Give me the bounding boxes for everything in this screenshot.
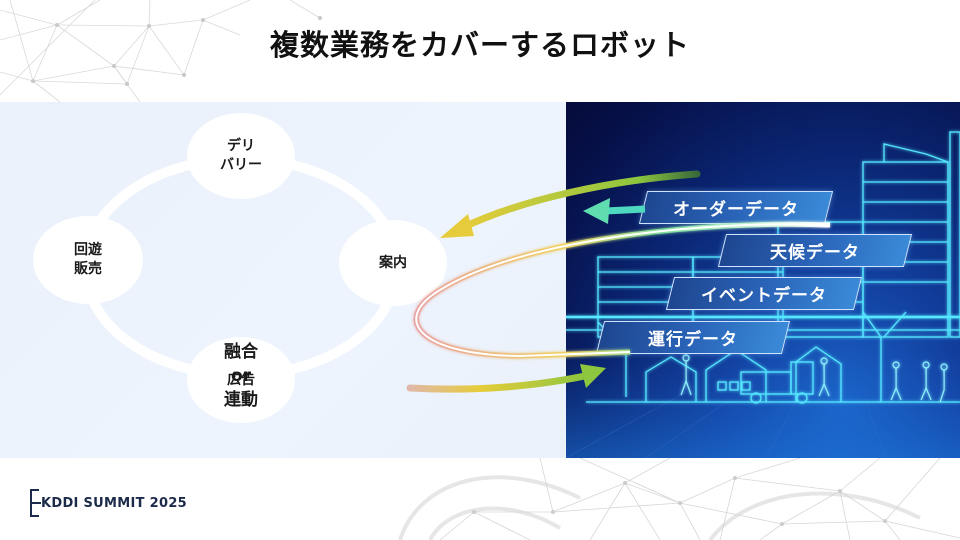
data-tag-order: オーダーデータ <box>638 191 834 224</box>
data-tag-operation-label: 運行データ <box>648 330 738 350</box>
node-delivery-line1: デリ <box>227 138 255 154</box>
logo-bracket-icon <box>30 489 41 517</box>
node-guidance-label: 案内 <box>379 254 407 271</box>
data-tag-event-label: イベントデータ <box>701 286 827 306</box>
node-roaming-sales-line2: 販売 <box>74 261 102 277</box>
data-tag-order-label: オーダーデータ <box>673 200 799 220</box>
node-delivery-line2: バリー <box>220 157 262 173</box>
data-tag-operation: 運行データ <box>595 321 791 354</box>
logo-text: KDDI SUMMIT 2025 <box>41 495 188 511</box>
cycle-diagram-panel: デリ バリー 案内 広告 回遊 販売 融合 or 連動 <box>0 102 568 458</box>
node-guidance: 案内 <box>339 220 447 306</box>
kddi-summit-logo: KDDI SUMMIT 2025 <box>30 489 187 517</box>
node-roaming-sales-line1: 回遊 <box>74 242 102 258</box>
network-pattern-bottom <box>398 458 960 540</box>
node-advertising-label: 広告 <box>227 371 255 388</box>
slide-title: 複数業務をカバーするロボット <box>269 28 690 62</box>
node-advertising: 広告 <box>187 337 295 423</box>
node-delivery: デリ バリー <box>187 113 295 199</box>
center-line3: 連動 <box>224 390 258 410</box>
node-roaming-sales: 回遊 販売 <box>33 216 143 304</box>
data-tag-event: イベントデータ <box>665 277 863 310</box>
center-label: 融合 or 連動 <box>206 340 276 412</box>
center-line2: or <box>230 366 252 386</box>
center-line1: 融合 <box>224 342 258 362</box>
data-tag-weather: 天候データ <box>717 234 913 267</box>
data-tag-weather-label: 天候データ <box>770 243 860 263</box>
